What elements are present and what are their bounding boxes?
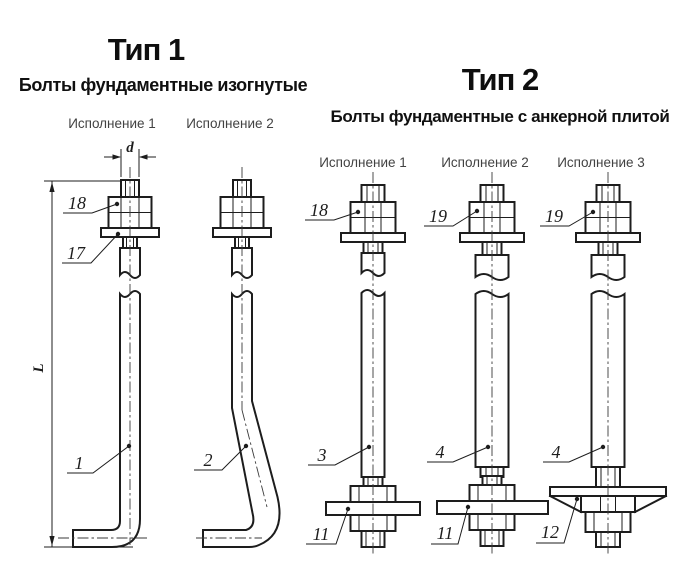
bolt-type2-execution2 (436, 172, 549, 556)
svg-text:19: 19 (545, 206, 563, 226)
callout-t1-nut-18: 18 (63, 193, 120, 214)
svg-text:12: 12 (541, 522, 559, 542)
type2-title: Тип 2 (461, 62, 539, 97)
callout-t2e3-plate-12: 12 (536, 496, 580, 544)
type1-subtitle: Болты фундаментные изогнутые (18, 75, 308, 95)
callout-t1-washer-17: 17 (62, 231, 121, 264)
type1-execution-1-label: Исполнение 1 (68, 116, 156, 131)
anchor-plate-exec2 (436, 500, 549, 515)
svg-text:18: 18 (310, 200, 328, 220)
type2-subtitle: Болты фундаментные с анкерной плитой (330, 107, 670, 126)
svg-text:4: 4 (436, 442, 445, 462)
type2-execution-1-label: Исполнение 1 (319, 155, 407, 170)
callout-t2e3-nut-19: 19 (540, 206, 596, 227)
svg-text:1: 1 (75, 453, 84, 473)
dimension-diameter: d (104, 140, 156, 177)
bolt-type1-execution1 (58, 167, 160, 548)
length-label: L (31, 363, 47, 373)
callout-t1e2-shank-2: 2 (194, 443, 249, 471)
type2-execution-2-label: Исполнение 2 (441, 155, 529, 170)
callout-t2e1-shank-3: 3 (308, 444, 372, 466)
dimension-length: L (31, 180, 133, 548)
svg-text:18: 18 (68, 193, 86, 213)
callout-t2e1-plate-11: 11 (306, 506, 351, 545)
callout-t2e2-shank-4: 4 (427, 442, 491, 463)
callout-t1e1-shank-1: 1 (67, 443, 132, 474)
svg-text:3: 3 (317, 445, 327, 465)
type1-execution-2-label: Исполнение 2 (186, 116, 274, 131)
svg-text:2: 2 (204, 450, 213, 470)
callout-t2e2-plate-11: 11 (431, 504, 471, 545)
type2-execution-3-label: Исполнение 3 (557, 155, 645, 170)
svg-text:17: 17 (67, 243, 86, 263)
callout-t2e1-nut-18: 18 (305, 200, 361, 221)
callout-t2e3-shank-4: 4 (543, 442, 606, 463)
svg-text:11: 11 (313, 524, 330, 544)
svg-text:11: 11 (437, 523, 454, 543)
svg-text:19: 19 (429, 206, 447, 226)
callout-t2e2-nut-19: 19 (424, 206, 480, 227)
bolt-type2-execution3 (549, 172, 667, 556)
bolt-type2-execution1 (325, 172, 421, 556)
bolt-type1-execution2 (196, 167, 281, 548)
type1-title: Тип 1 (107, 32, 185, 67)
diameter-label: d (126, 140, 134, 156)
svg-text:4: 4 (552, 442, 561, 462)
